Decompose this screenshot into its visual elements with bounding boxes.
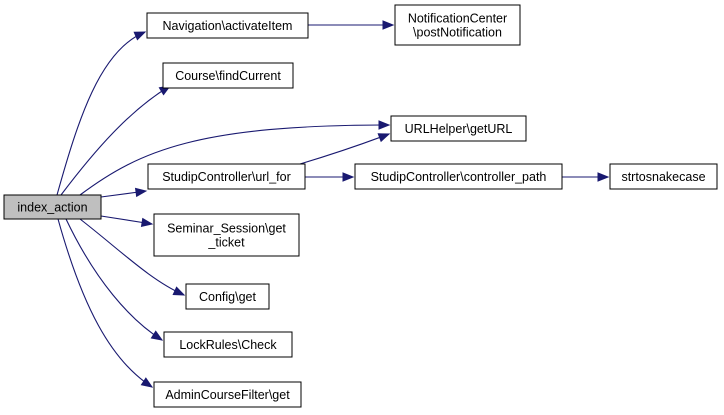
node-label: Seminar_Session\get: [167, 222, 286, 236]
edge-studip_ctrl_path-to-strtosnake: [562, 172, 610, 182]
edge-arrowhead: [134, 187, 148, 198]
node-label: NotificationCenter: [408, 12, 507, 26]
node-label: AdminCourseFilter\get: [165, 388, 290, 402]
node-admin-filter-get[interactable]: AdminCourseFilter\get: [153, 381, 302, 408]
edge-arrowhead: [172, 286, 186, 296]
edges-layer: [56, 20, 610, 388]
node-box: [185, 283, 270, 310]
edge-index_action-to-nav_activate: [56, 31, 147, 196]
node-box: [163, 331, 293, 358]
edge-line: [56, 31, 146, 196]
edge-arrowhead: [140, 217, 154, 228]
edge-arrowhead: [382, 20, 395, 30]
node-box: [3, 194, 102, 220]
edge-arrowhead: [597, 172, 610, 182]
node-box: [609, 163, 718, 190]
edge-index_action-to-url_helper: [79, 120, 391, 196]
edge-line: [65, 218, 163, 341]
node-config-get[interactable]: Config\get: [185, 283, 270, 310]
node-strtosnake[interactable]: strtosnakecase: [609, 163, 718, 190]
node-seminar-ticket[interactable]: Seminar_Session\get_ticket: [153, 213, 300, 257]
node-label: URLHelper\getURL: [405, 122, 513, 136]
edge-arrowhead: [140, 377, 154, 388]
edge-index_action-to-seminar_ticket: [100, 215, 154, 228]
node-studip-url-for[interactable]: StudipController\url_for: [147, 163, 306, 190]
node-label: strtosnakecase: [621, 170, 705, 184]
node-box: [162, 62, 294, 89]
node-lockrules-check[interactable]: LockRules\Check: [163, 331, 293, 358]
edge-arrowhead: [342, 172, 355, 182]
edge-index_action-to-config_get: [79, 218, 186, 296]
node-label: Config\get: [199, 290, 257, 304]
edge-line: [60, 85, 171, 196]
node-box: [153, 381, 302, 408]
edge-line: [57, 218, 153, 388]
edge-line: [79, 218, 185, 296]
edge-arrowhead: [150, 330, 164, 341]
edge-line: [79, 124, 390, 196]
edge-arrowhead: [377, 133, 391, 143]
edge-studip_url_for-to-url_helper: [299, 133, 391, 165]
node-index-action[interactable]: index_action: [3, 194, 102, 220]
node-label: StudipController\url_for: [162, 170, 291, 184]
edge-line: [299, 133, 390, 165]
node-nav-activate[interactable]: Navigation\activateItem: [146, 12, 309, 39]
node-course-find[interactable]: Course\findCurrent: [162, 62, 294, 89]
node-label: Course\findCurrent: [175, 69, 281, 83]
node-url-helper[interactable]: URLHelper\getURL: [390, 115, 527, 142]
node-box: [394, 4, 521, 46]
node-label: LockRules\Check: [179, 338, 277, 352]
node-label: index_action: [17, 201, 87, 215]
node-label: Navigation\activateItem: [163, 19, 293, 33]
node-notif-post[interactable]: NotificationCenter\postNotification: [394, 4, 521, 46]
node-label: \postNotification: [413, 26, 502, 40]
node-box: [390, 115, 527, 142]
edge-arrowhead: [133, 31, 147, 41]
edge-index_action-to-lockrules_check: [65, 218, 164, 341]
node-box: [146, 12, 309, 39]
node-studip-ctrl-path[interactable]: StudipController\controller_path: [354, 163, 563, 190]
node-box: [153, 213, 300, 257]
node-label: _ticket: [207, 236, 245, 250]
edge-arrowhead: [378, 120, 391, 130]
edge-studip_url_for-to-studip_ctrl_path: [305, 172, 355, 182]
node-box: [354, 163, 563, 190]
nodes-layer: index_action Navigation\activateItem Notif…: [3, 4, 718, 408]
node-label: StudipController\controller_path: [371, 170, 547, 184]
edge-nav_activate-to-notif_post: [308, 20, 395, 30]
edge-index_action-to-studip_url_for: [100, 187, 148, 198]
node-box: [147, 163, 306, 190]
edge-index_action-to-admin_filter_get: [57, 218, 154, 388]
